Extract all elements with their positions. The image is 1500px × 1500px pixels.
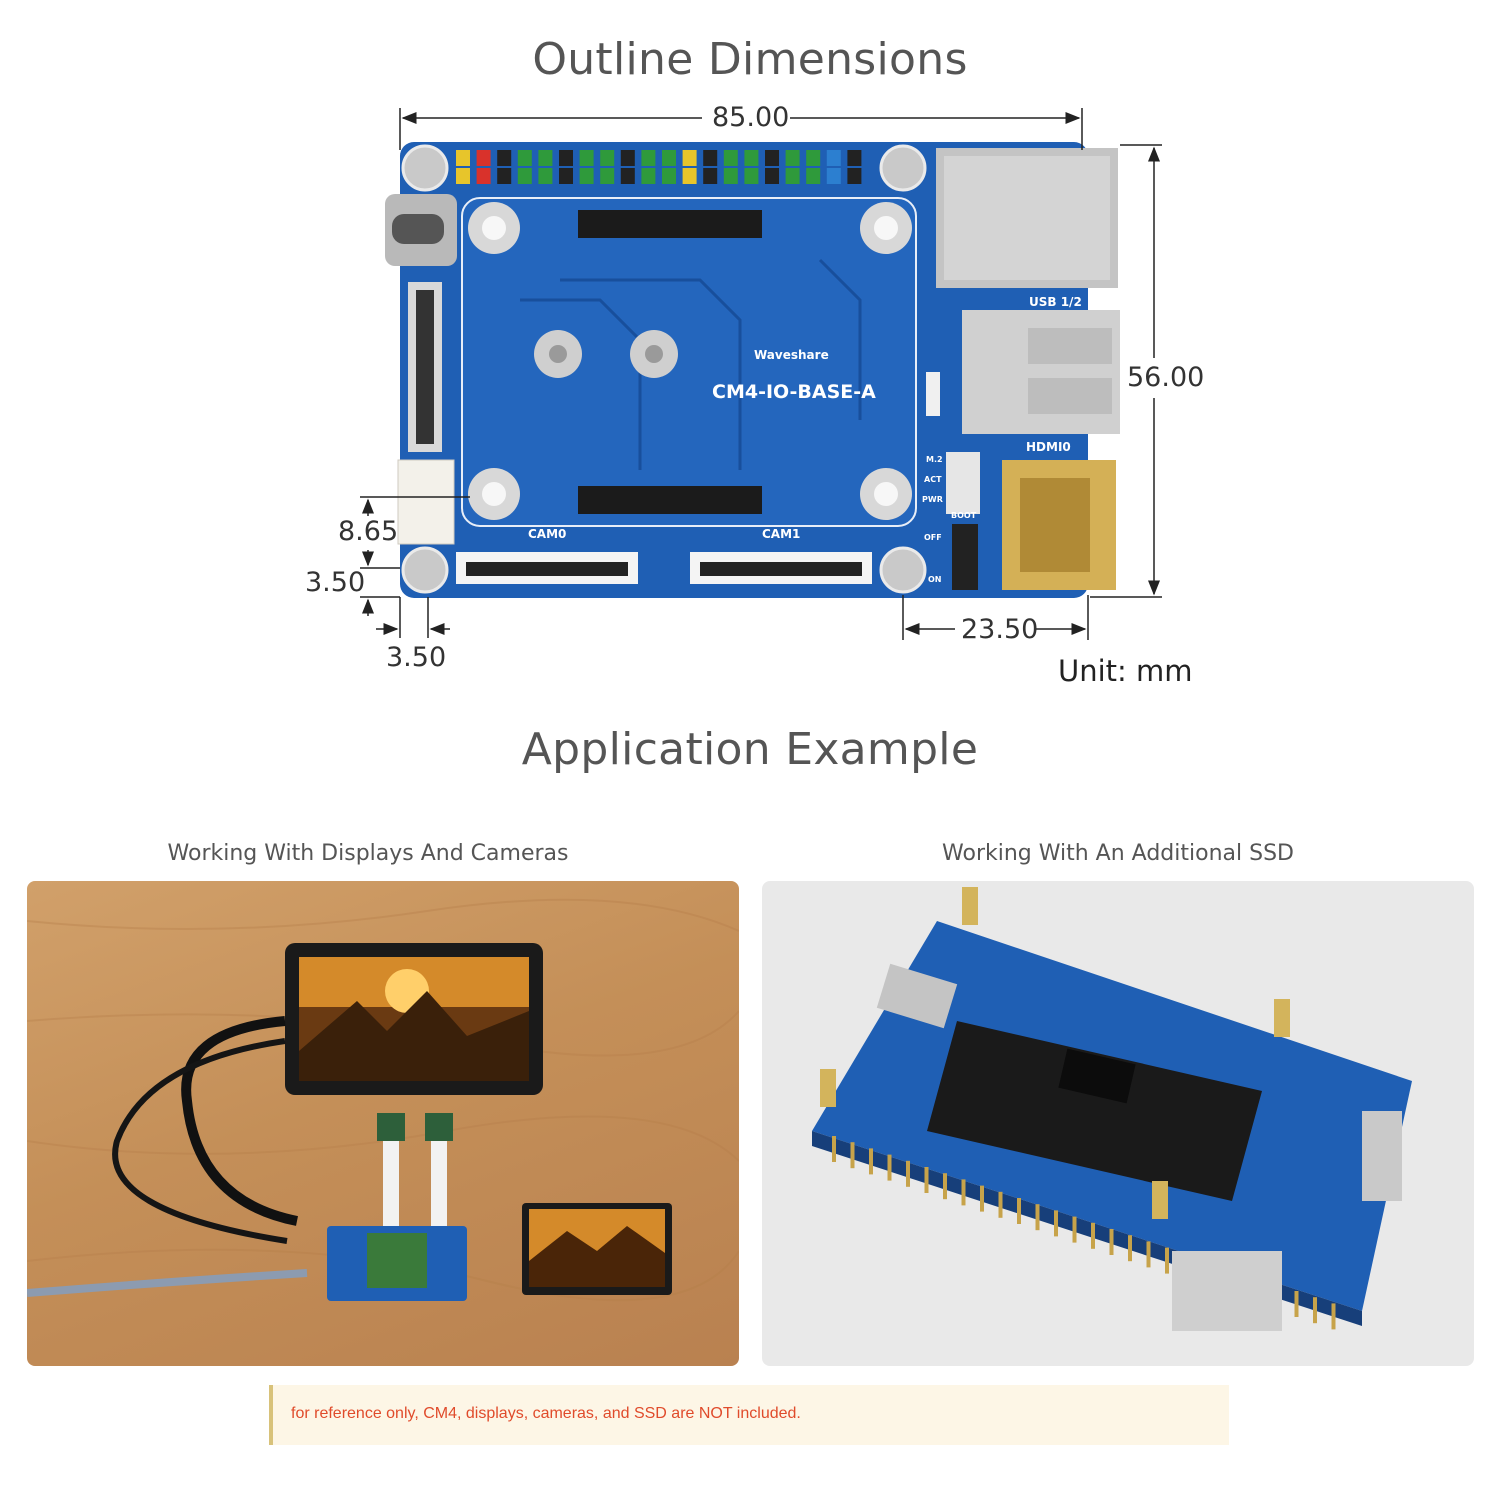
board-dimension-diagram bbox=[360, 108, 1162, 640]
dimension-offset-label: 23.50 bbox=[961, 614, 1039, 645]
switch-off-label: OFF bbox=[924, 533, 942, 542]
led-pwr-label: PWR bbox=[922, 495, 943, 504]
application-example-title: Application Example bbox=[521, 724, 979, 775]
outline-dimensions-title: Outline Dimensions bbox=[532, 34, 968, 85]
board-illustration bbox=[385, 142, 1120, 598]
dimension-lines bbox=[360, 108, 1162, 640]
reference-notice-text: for reference only, CM4, displays, camer… bbox=[291, 1405, 801, 1422]
led-m2-label: M.2 bbox=[926, 455, 943, 464]
usb-label: USB 1/2 bbox=[1029, 295, 1082, 309]
example-caption-displays: Working With Displays And Cameras bbox=[167, 841, 569, 866]
unit-label: Unit: mm bbox=[1058, 654, 1193, 688]
dimension-height-label: 56.00 bbox=[1127, 362, 1205, 393]
hdmi-label: HDMI0 bbox=[1026, 440, 1071, 454]
boot-label: BOOT bbox=[951, 511, 977, 520]
example-caption-ssd: Working With An Additional SSD bbox=[942, 841, 1294, 866]
led-act-label: ACT bbox=[924, 475, 942, 484]
dimension-width-label: 85.00 bbox=[712, 102, 790, 133]
board-model-label: CM4-IO-BASE-A bbox=[712, 381, 876, 403]
switch-on-label: ON bbox=[928, 575, 942, 584]
dimension-vertical-edge-label: 3.50 bbox=[305, 567, 366, 598]
displays-cameras-photo bbox=[27, 881, 739, 1366]
brand-label: Waveshare bbox=[754, 348, 829, 362]
reference-notice: for reference only, CM4, displays, camer… bbox=[269, 1385, 1229, 1445]
cam1-label: CAM1 bbox=[762, 527, 801, 541]
additional-ssd-photo bbox=[762, 881, 1474, 1366]
dimension-vertical-small-label: 8.65 bbox=[338, 516, 399, 547]
cam0-label: CAM0 bbox=[528, 527, 567, 541]
dimension-horizontal-edge-label: 3.50 bbox=[386, 642, 447, 673]
